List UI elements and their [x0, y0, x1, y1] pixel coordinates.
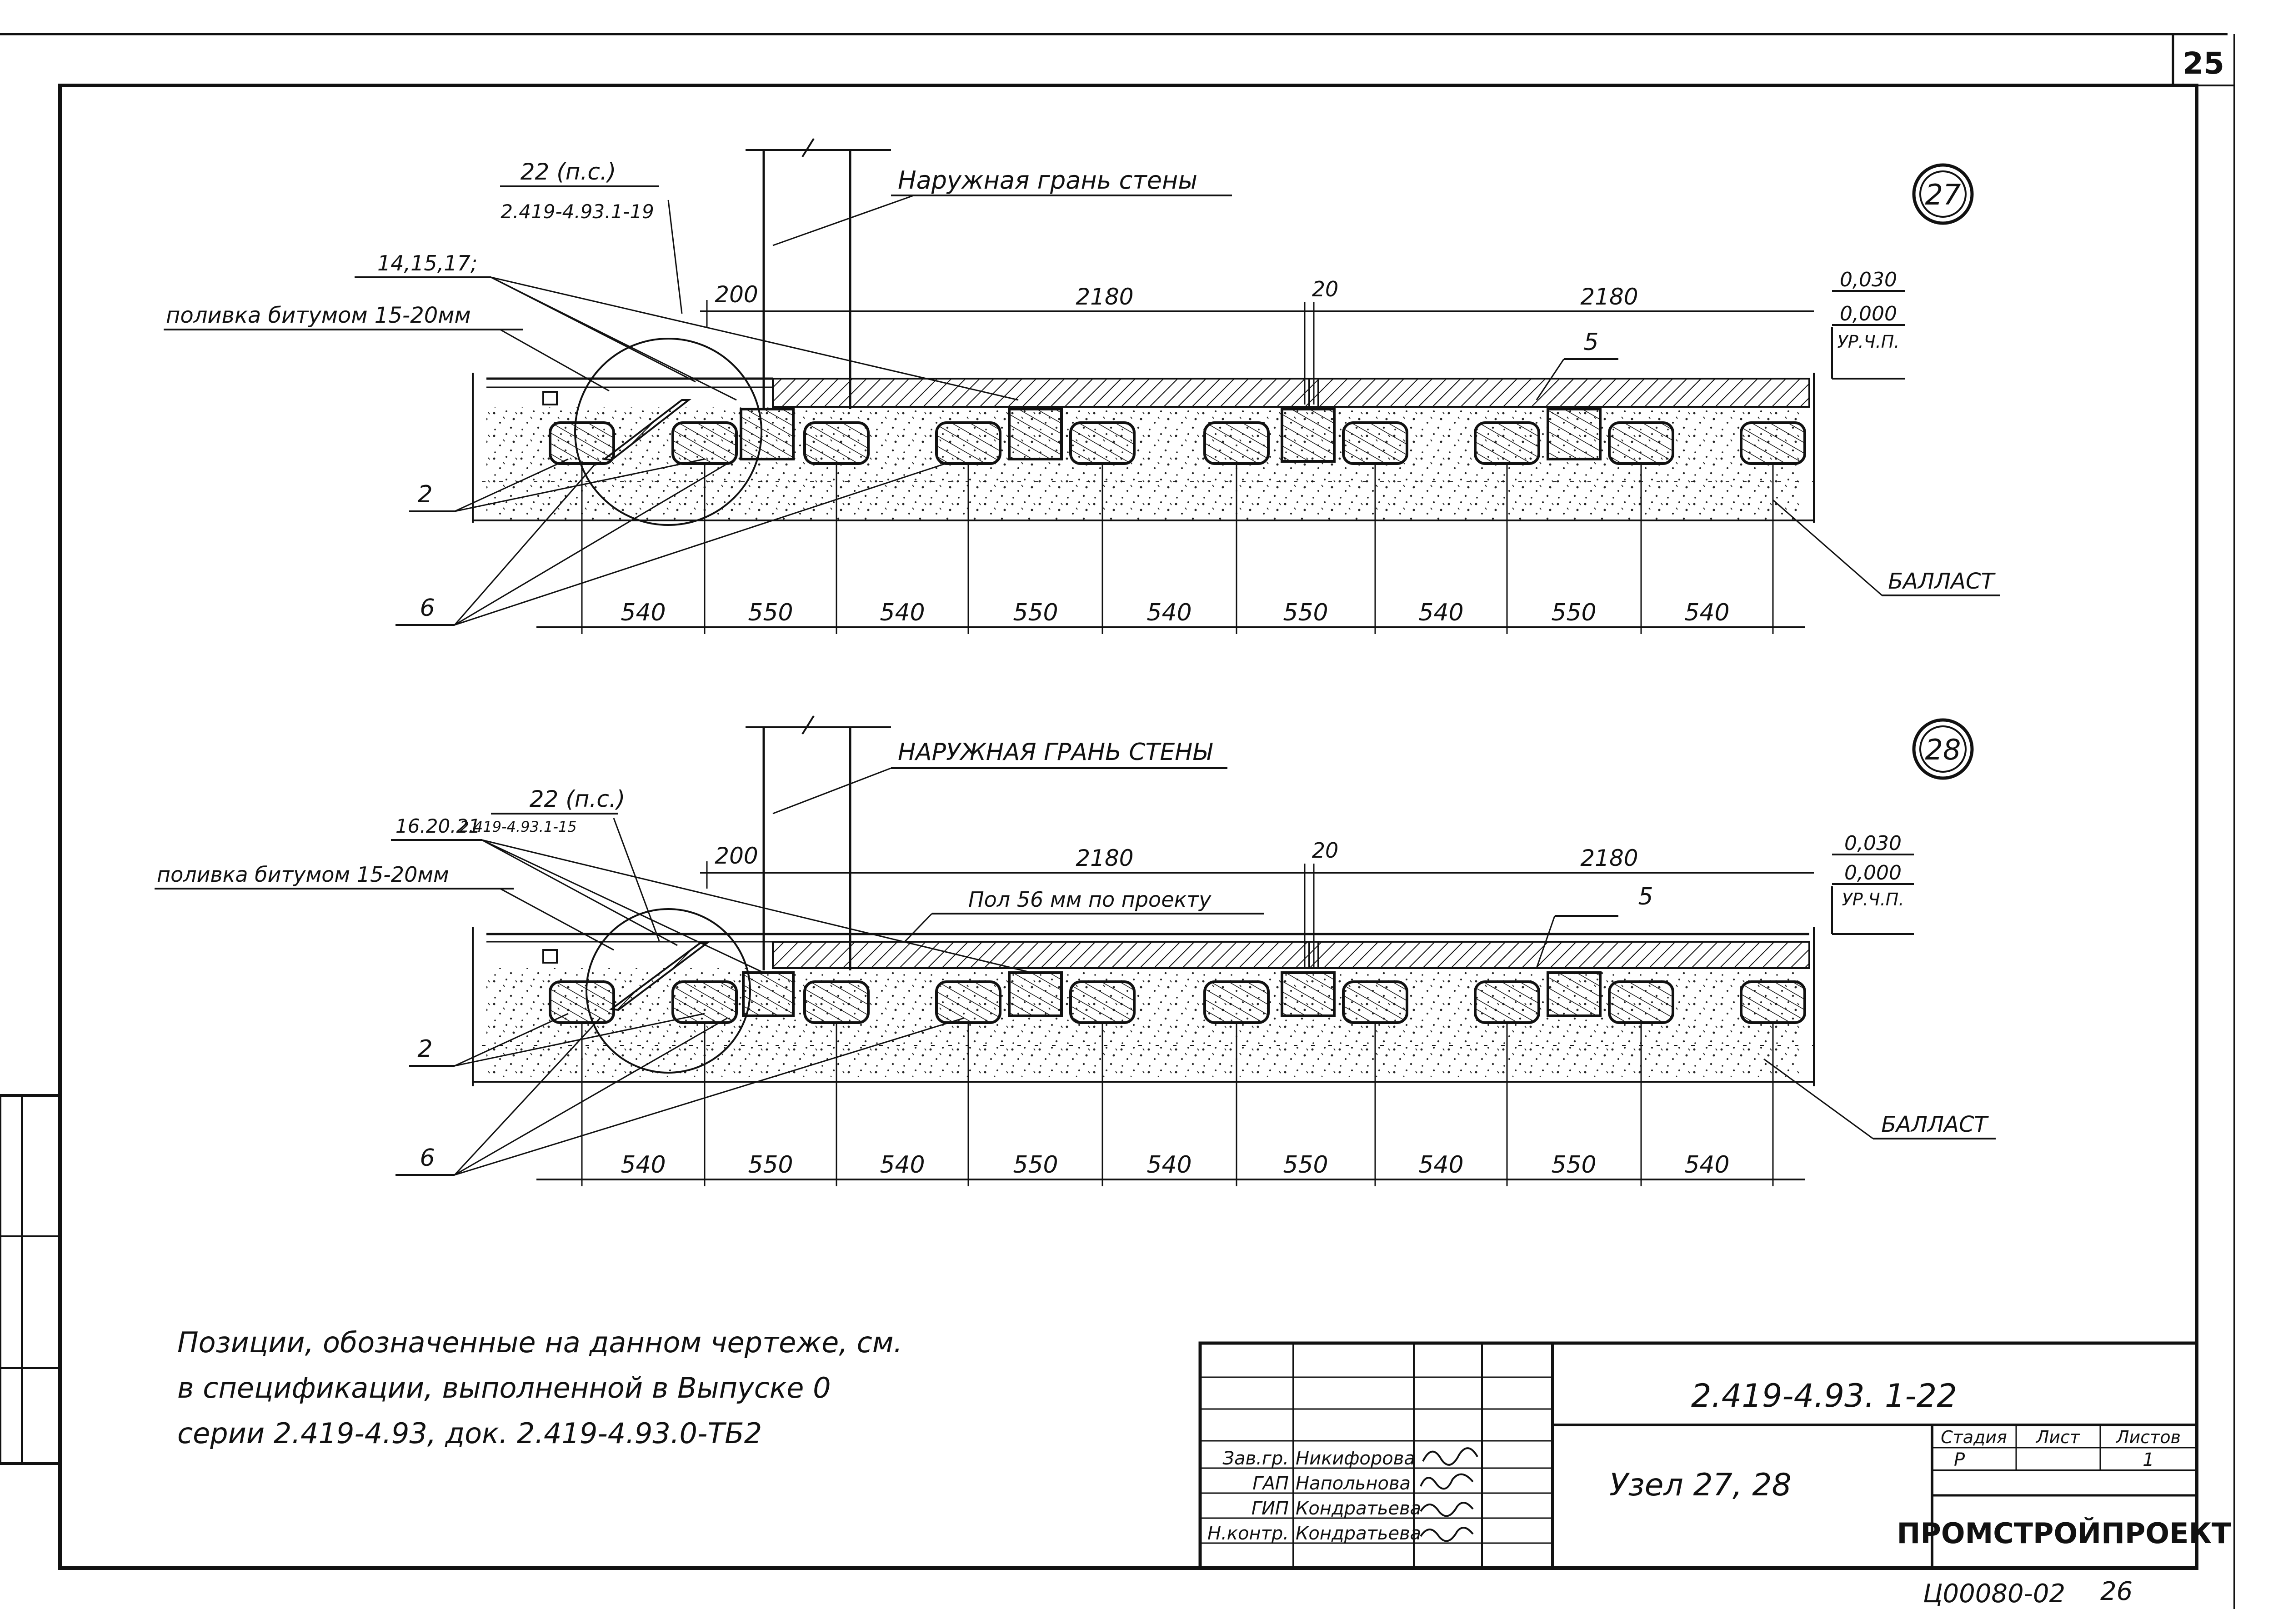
detail-circle — [586, 908, 751, 1074]
note-line-1: Позиции, обозначенные на данном чертеже,… — [177, 1326, 902, 1359]
sleepers-27 — [549, 408, 1806, 465]
svg-text:540: 540 — [1684, 599, 1729, 626]
svg-text:16.20.21: 16.20.21 — [396, 815, 481, 837]
note-line-2: в спецификации, выполненной в Выпуске 0 — [177, 1371, 831, 1404]
svg-text:540: 540 — [880, 1151, 925, 1179]
drawing-title: Узел 27, 28 — [1609, 1467, 1792, 1503]
detail-circle — [574, 338, 762, 526]
svg-text:Р: Р — [1954, 1449, 1965, 1470]
svg-text:УР.Ч.П.: УР.Ч.П. — [1837, 332, 1900, 352]
svg-text:28: 28 — [1925, 733, 1961, 766]
svg-text:540: 540 — [1147, 599, 1192, 626]
svg-text:540: 540 — [621, 1151, 666, 1179]
title-block: 2.419-4.93. 1-22 Узел 27, 28 Стадия Лист… — [1198, 1341, 2231, 1570]
notes: Позиции, обозначенные на данном чертеже,… — [177, 1326, 902, 1450]
svg-text:1: 1 — [2143, 1449, 2154, 1470]
svg-text:Кондратьева: Кондратьева — [1296, 1498, 1421, 1519]
svg-text:550: 550 — [748, 599, 793, 626]
floor-slab — [772, 378, 1810, 408]
svg-text:550: 550 — [1551, 599, 1596, 626]
svg-text:Никифорова: Никифорова — [1296, 1448, 1415, 1469]
svg-text:200: 200 — [715, 843, 758, 869]
svg-text:14,15,17;: 14,15,17; — [377, 251, 477, 275]
bottom-page: 26 — [2100, 1577, 2133, 1606]
svg-text:поливка битумом 15-20мм: поливка битумом 15-20мм — [166, 303, 471, 328]
svg-text:2180: 2180 — [1580, 284, 1638, 310]
sheet-frame — [0, 33, 2235, 1609]
svg-text:Н.контр.: Н.контр. — [1207, 1523, 1289, 1544]
doc-code: 2.419-4.93. 1-22 — [1691, 1377, 1957, 1414]
outer-wall-label: Наружная грань стены — [898, 166, 1197, 195]
svg-text:УР.Ч.П.: УР.Ч.П. — [1842, 889, 1904, 909]
node-27-circle — [1912, 163, 1974, 225]
organization: ПРОМСТРОЙПРОЕКТ — [1897, 1517, 2231, 1550]
svg-text:550: 550 — [748, 1151, 793, 1179]
svg-text:Напольнова: Напольнова — [1296, 1473, 1411, 1494]
page-number: 25 — [2183, 46, 2224, 81]
svg-text:2: 2 — [417, 481, 432, 508]
svg-text:Пол 56 мм по проекту: Пол 56 мм по проекту — [968, 887, 1212, 912]
sleepers-28 — [549, 971, 1806, 1024]
svg-text:20: 20 — [1312, 277, 1339, 301]
svg-text:540: 540 — [1684, 1151, 1729, 1179]
svg-text:540: 540 — [1418, 1151, 1463, 1179]
node-28-circle — [1912, 718, 1974, 780]
signatures — [1420, 1447, 1478, 1542]
svg-text:22 (п.с.): 22 (п.с.) — [530, 786, 626, 812]
svg-text:0,000: 0,000 — [1840, 302, 1897, 325]
node-27-number: 27 — [1925, 178, 1961, 211]
node-27: 27 — [164, 138, 2000, 634]
svg-text:Стадия: Стадия — [1941, 1427, 2007, 1447]
svg-text:540: 540 — [1418, 599, 1463, 626]
note-line-3: серии 2.419-4.93, док. 2.419-4.93.0-ТБ2 — [177, 1417, 762, 1450]
svg-text:6: 6 — [420, 595, 435, 622]
svg-text:поливка битумом 15-20мм: поливка битумом 15-20мм — [157, 862, 449, 887]
svg-text:Лист: Лист — [2035, 1427, 2081, 1447]
svg-text:Кондратьева: Кондратьева — [1296, 1523, 1421, 1544]
svg-text:200: 200 — [715, 281, 758, 308]
svg-text:6: 6 — [420, 1144, 435, 1172]
svg-text:540: 540 — [880, 599, 925, 626]
floor-slab — [772, 941, 1810, 969]
svg-text:20: 20 — [1312, 838, 1339, 863]
svg-text:550: 550 — [1551, 1151, 1596, 1179]
bottom-code: Ц00080-02 — [1923, 1579, 2065, 1609]
svg-text:ГАП: ГАП — [1252, 1473, 1289, 1494]
svg-text:0,030: 0,030 — [1844, 832, 1902, 855]
svg-text:Зав.гр.: Зав.гр. — [1222, 1448, 1289, 1469]
svg-text:2180: 2180 — [1076, 845, 1133, 871]
svg-text:5: 5 — [1583, 329, 1598, 356]
svg-text:5: 5 — [1638, 883, 1653, 910]
svg-text:550: 550 — [1013, 599, 1058, 626]
svg-text:БАЛЛАСТ: БАЛЛАСТ — [1881, 1112, 1989, 1137]
svg-text:550: 550 — [1013, 1151, 1058, 1179]
svg-text:2180: 2180 — [1580, 845, 1638, 871]
svg-text:ГИП: ГИП — [1252, 1498, 1289, 1519]
node-28: 28 — [155, 715, 1996, 1186]
svg-text:НАРУЖНАЯ ГРАНЬ СТЕНЫ: НАРУЖНАЯ ГРАНЬ СТЕНЫ — [898, 739, 1213, 766]
svg-text:550: 550 — [1283, 599, 1328, 626]
svg-text:2: 2 — [417, 1035, 432, 1063]
svg-text:0,000: 0,000 — [1844, 861, 1902, 884]
svg-text:2.419-4.93.1-15: 2.419-4.93.1-15 — [460, 818, 576, 835]
svg-text:550: 550 — [1283, 1151, 1328, 1179]
svg-text:БАЛЛАСТ: БАЛЛАСТ — [1888, 569, 1996, 594]
svg-text:540: 540 — [1147, 1151, 1192, 1179]
svg-text:Листов: Листов — [2115, 1427, 2181, 1447]
svg-text:540: 540 — [621, 599, 666, 626]
svg-text:0,030: 0,030 — [1840, 268, 1897, 291]
svg-text:2180: 2180 — [1076, 284, 1133, 310]
svg-text:2.419-4.93.1-19: 2.419-4.93.1-19 — [501, 200, 654, 223]
svg-text:22 (п.с.): 22 (п.с.) — [521, 159, 616, 185]
